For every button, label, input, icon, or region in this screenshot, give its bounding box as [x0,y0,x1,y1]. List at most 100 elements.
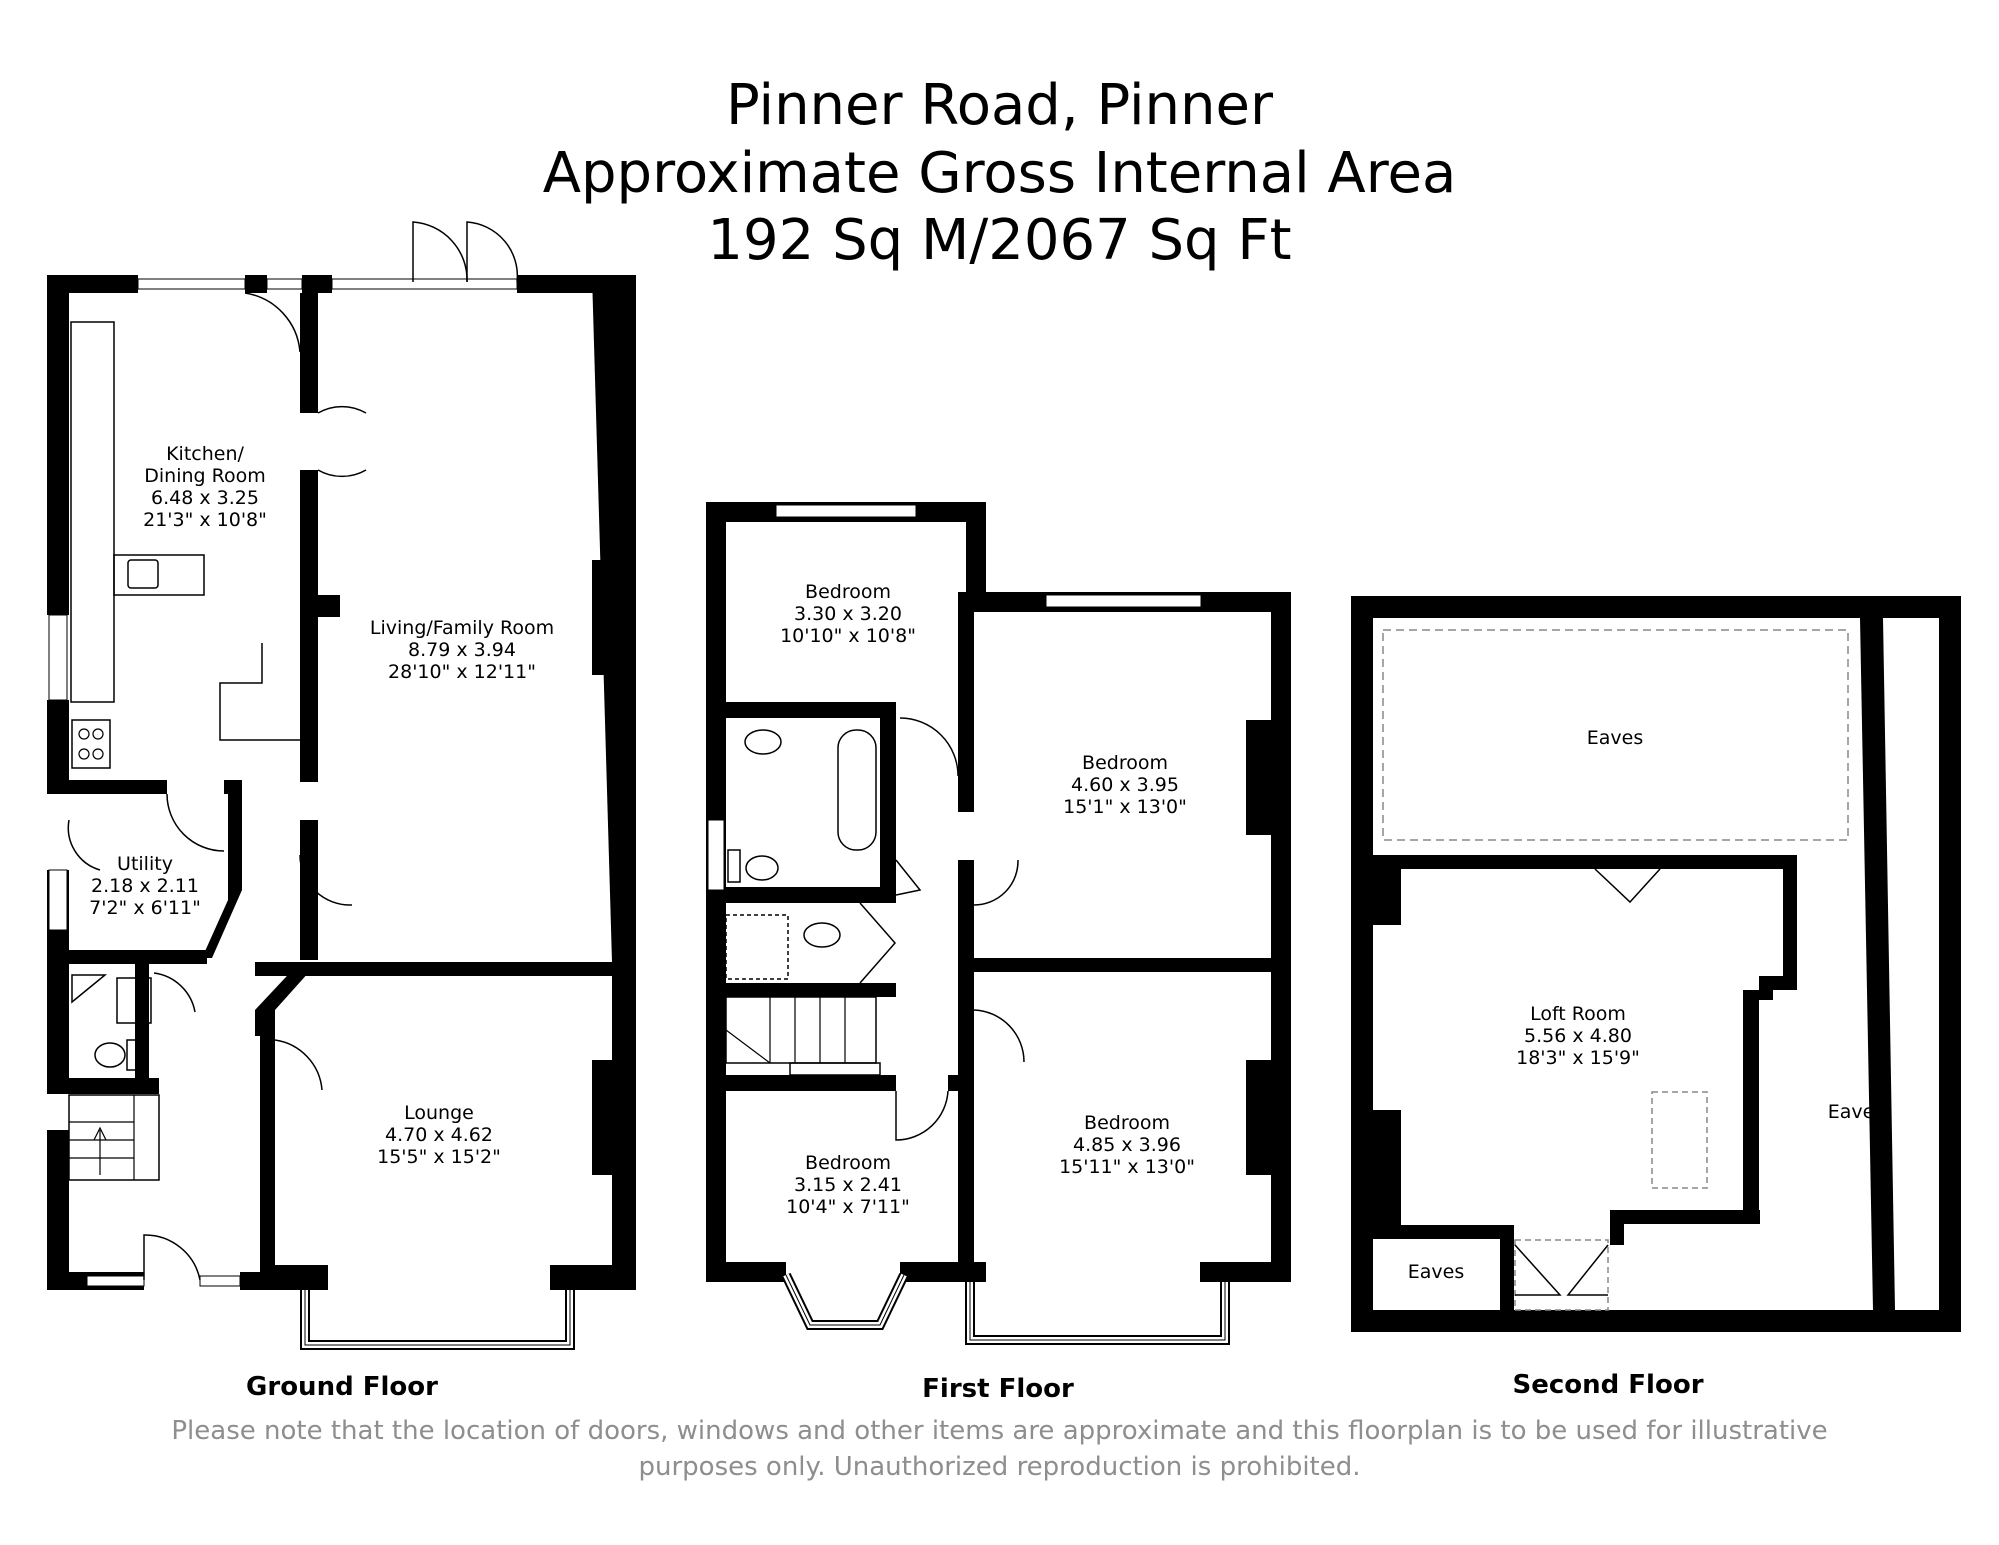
wall [1860,618,1895,1310]
wall [1271,592,1291,1282]
wall [1351,596,1373,1328]
door-swing [973,859,1019,906]
wall [255,962,318,1265]
room-size-metric: 4.60 x 3.95 [1071,774,1179,796]
room-name: Dining Room [144,465,265,487]
wall [300,293,318,413]
window [48,869,68,931]
wall [974,958,1291,972]
room-name: Eaves [1408,1261,1464,1283]
door-swing [412,221,468,283]
shower [725,914,789,980]
room-size-metric: 4.70 x 4.62 [385,1124,493,1146]
wall [1743,990,1759,1210]
wall [255,962,636,976]
wall [726,983,896,997]
rooflight [1651,1091,1708,1189]
room-name: Bedroom [805,1152,891,1174]
wall [47,1078,159,1094]
door-swing [1594,868,1661,904]
bath [837,729,877,851]
stairs [68,1094,160,1181]
window [48,614,68,701]
wall [966,1262,986,1282]
wall [726,1075,896,1091]
basin [744,729,782,755]
wall [1373,855,1401,925]
wall [726,702,896,718]
sink [127,559,159,589]
room-size-metric: 5.56 x 4.80 [1524,1025,1632,1047]
wall [1373,855,1783,869]
floor-label-first: First Floor [922,1374,1074,1404]
cupboard [1514,1239,1609,1311]
wall [300,617,318,782]
door-swing [153,972,196,1013]
wall [47,700,69,780]
wall [47,950,207,964]
room-size-metric: 6.48 x 3.25 [151,487,259,509]
room-size-metric: 2.18 x 2.11 [91,875,199,897]
room-name: Living/Family Room [370,617,554,639]
door-swing [166,793,225,852]
stairs [725,996,877,1064]
wall [202,790,242,958]
wall [135,964,149,1079]
door-swing [143,1234,201,1281]
chimney-breast [1246,1060,1271,1175]
wall [47,275,69,615]
wall [47,1130,69,1290]
wall [958,592,974,812]
wall [47,780,167,794]
toilet [94,1042,126,1068]
room-size-imperial: 7'2" x 6'11" [89,897,201,919]
room-name: Bedroom [805,581,891,603]
wall [1610,1210,1624,1245]
room-size-metric: 3.30 x 3.20 [794,603,902,625]
room-size-imperial: 15'1" x 13'0" [1063,796,1187,818]
room-name: Lounge [404,1102,474,1124]
room-size-imperial: 10'4" x 7'11" [786,1196,910,1218]
door-swing [859,902,896,984]
wall [300,820,318,960]
door-swing [973,1009,1025,1063]
window [86,1275,145,1287]
wall [300,595,340,617]
chimney-breast [1246,720,1271,835]
wall [47,275,138,293]
ground-floor-plan [47,221,636,1350]
wall [302,275,332,293]
door-swing [299,854,353,906]
window [331,278,518,290]
window [1045,594,1202,608]
wall [260,1265,328,1290]
door-swing [67,819,101,871]
second-floor-plan [1351,596,1961,1332]
kitchen-counter [70,321,115,703]
room-name: Bedroom [1084,1112,1170,1134]
wall [550,1265,636,1290]
wall [880,702,896,887]
chimney-breast [592,1060,616,1175]
wall [1500,1225,1514,1310]
room-size-metric: 4.85 x 3.96 [1073,1134,1181,1156]
disclaimer-line-1: Please note that the location of doors, … [171,1416,1828,1446]
kitchen-counter [113,554,205,596]
room-size-imperial: 18'3" x 15'9" [1516,1047,1640,1069]
door-swing [1566,1244,1609,1296]
title-line-1: Pinner Road, Pinner [725,73,1274,138]
door-swing [895,859,922,896]
door-swing [895,1090,949,1141]
hob [71,719,111,769]
disclaimer-line-2: purposes only. Unauthorized reproduction… [638,1452,1361,1482]
wall [1200,1262,1291,1282]
room-size-imperial: 28'10" x 12'11" [388,661,536,683]
window [707,819,725,891]
window [266,278,303,290]
room-name: Eaves [1828,1101,1884,1123]
floor-label-ground: Ground Floor [246,1372,438,1402]
room-size-imperial: 15'11" x 13'0" [1059,1156,1195,1178]
door-swing [244,292,301,353]
